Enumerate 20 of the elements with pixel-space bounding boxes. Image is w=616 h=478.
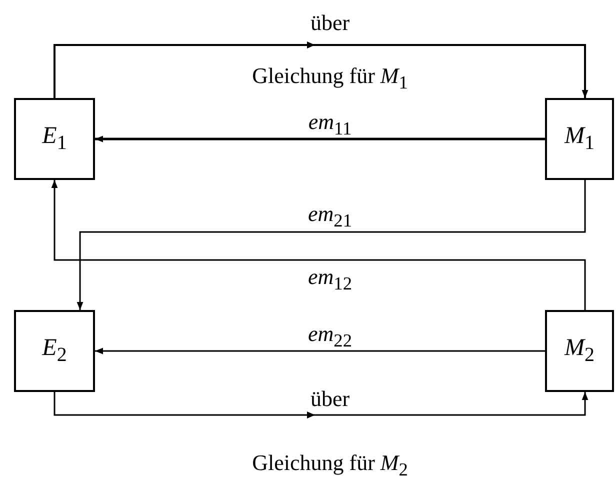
connector-arrow bbox=[54, 392, 588, 416]
block-label: E$_{1}$ bbox=[42, 123, 67, 155]
connector-arrow bbox=[95, 136, 545, 142]
edge-label: über bbox=[310, 388, 350, 410]
block-box bbox=[14, 310, 95, 392]
connector-arrow bbox=[95, 348, 545, 354]
equation-label: Gleichung für M$_{1}$ bbox=[252, 65, 408, 92]
block-box bbox=[14, 98, 95, 180]
edge-label: em$_{21}$ bbox=[308, 203, 352, 230]
edge-label: em$_{22}$ bbox=[308, 323, 352, 350]
block-box bbox=[545, 98, 614, 180]
connector-arrow bbox=[54, 44, 588, 98]
block-label: M$_{2}$ bbox=[564, 335, 594, 367]
equation-label: Gleichung für M$_{2}$ bbox=[252, 452, 408, 478]
block-label: E$_{2}$ bbox=[42, 335, 67, 367]
edge-label: em$_{12}$ bbox=[308, 266, 352, 293]
block-box bbox=[545, 310, 614, 392]
block-label: M$_{1}$ bbox=[564, 123, 594, 155]
edge-label: über bbox=[310, 12, 350, 34]
edge-label: em$_{11}$ bbox=[308, 111, 352, 138]
